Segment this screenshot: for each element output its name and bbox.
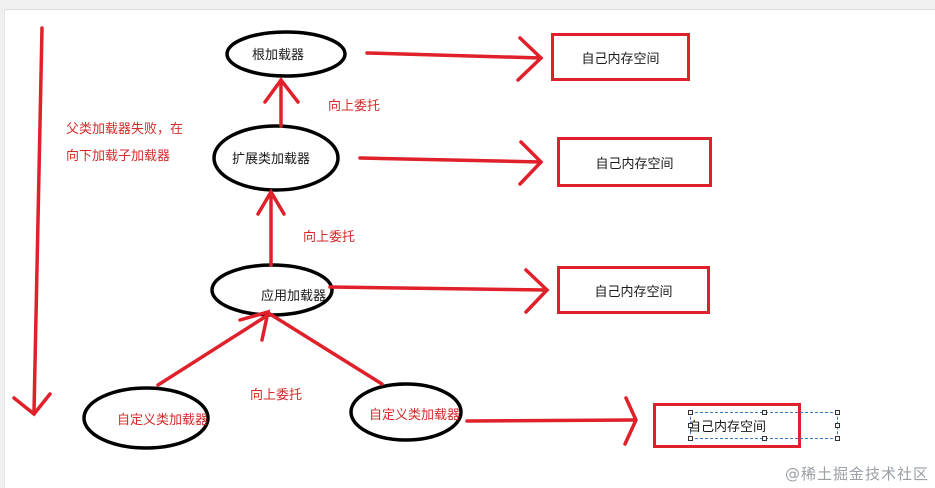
node-app-label: 应用加载器 xyxy=(261,289,327,304)
memory-box-custom-label: 自己内存空间 xyxy=(687,420,766,435)
arrow-fallback-down xyxy=(12,26,52,417)
arrow-customright-to-app xyxy=(238,309,384,386)
memory-box-root[interactable]: 自己内存空间 xyxy=(551,33,690,81)
arrow-app-to-memory xyxy=(328,268,550,314)
memory-box-app[interactable]: 自己内存空间 xyxy=(557,266,710,314)
side-note-line2: 向下加载子加载器 xyxy=(66,149,171,164)
node-ext-ellipse[interactable] xyxy=(212,124,340,192)
arrow-customright-to-memory xyxy=(465,396,638,446)
arrow-ext-to-memory xyxy=(358,140,544,186)
selection-handle-bl[interactable] xyxy=(688,436,693,441)
left-ruler-strip xyxy=(0,9,5,488)
selection-handle-tm[interactable] xyxy=(762,410,767,415)
memory-box-ext[interactable]: 自己内存空间 xyxy=(557,137,712,187)
edge-label-delegate-up-1: 向上委托 xyxy=(328,99,381,114)
memory-box-ext-label: 自己内存空间 xyxy=(595,156,674,172)
selection-handle-bm[interactable] xyxy=(762,436,767,441)
top-toolbar-strip xyxy=(0,0,935,10)
arrow-ext-to-root xyxy=(263,77,300,128)
edge-label-delegate-up-2: 向上委托 xyxy=(303,230,356,245)
node-root-ellipse[interactable] xyxy=(225,30,347,78)
text-selection-frame[interactable] xyxy=(690,412,838,439)
node-custom-right-label: 自定义类加载器 xyxy=(369,408,461,423)
edge-label-delegate-up-3: 向上委托 xyxy=(250,388,303,403)
node-custom-left-ellipse[interactable] xyxy=(82,386,210,450)
selection-handle-br[interactable] xyxy=(835,436,840,441)
selection-handle-tl[interactable] xyxy=(688,410,693,415)
memory-box-root-label: 自己内存空间 xyxy=(581,51,660,67)
selection-handle-mr[interactable] xyxy=(835,423,840,428)
selection-handle-ml[interactable] xyxy=(688,423,693,428)
node-custom-right-ellipse[interactable] xyxy=(349,382,463,442)
node-custom-left-label: 自定义类加载器 xyxy=(117,413,209,428)
side-note-line1: 父类加载器失败，在 xyxy=(66,122,184,137)
memory-box-custom[interactable]: 自己内存空间 xyxy=(653,403,801,448)
node-root-label: 根加载器 xyxy=(252,48,305,63)
watermark: @稀土掘金技术社区 xyxy=(784,465,929,483)
node-ext-label: 扩展类加载器 xyxy=(232,152,311,167)
arrow-app-to-ext xyxy=(256,188,286,267)
selection-handle-tr[interactable] xyxy=(835,410,840,415)
arrow-root-to-memory xyxy=(365,36,544,82)
arrow-customleft-to-app xyxy=(156,313,270,387)
memory-box-app-label: 自己内存空间 xyxy=(594,284,673,300)
